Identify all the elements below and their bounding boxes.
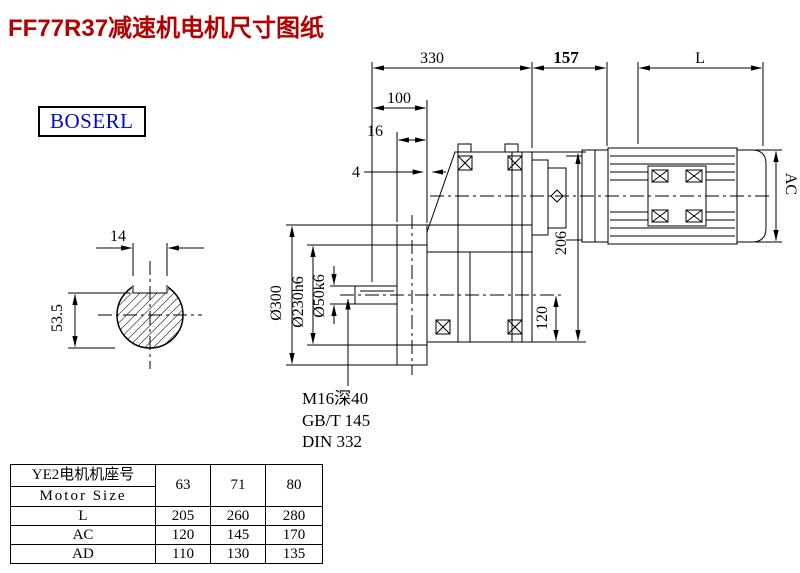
- table-header-row: YE2电机机座号 Motor Size 63 71 80: [10, 464, 323, 507]
- ac-extension-lines: [755, 149, 782, 243]
- winding-section-4: [685, 209, 703, 223]
- winding-section-3: [651, 209, 669, 223]
- cell-L-71: 260: [210, 506, 266, 526]
- standard-gbt-label: GB/T 145: [302, 411, 370, 430]
- axis-center-lines: [340, 195, 772, 375]
- housing-vertical-ribs: [457, 152, 523, 342]
- dim-100-label: 100: [387, 90, 411, 107]
- dia300-extension-lines: [286, 224, 397, 366]
- cell-AD-63: 110: [155, 544, 211, 564]
- flange-od-label: Ø300: [268, 285, 285, 321]
- winding-section-2: [685, 169, 703, 183]
- dimension-labels: 330 157 L 100 16 4 AC 206 120 Ø300 Ø230h…: [49, 48, 799, 451]
- top-bolt-right: [504, 143, 519, 153]
- cell-L-80: 280: [265, 506, 323, 526]
- brand-logo-text: BOSERL: [50, 109, 134, 133]
- cell-AD-71: 130: [210, 544, 266, 564]
- cell-AD-80: 135: [265, 544, 323, 564]
- dim14-extension-lines: [132, 243, 168, 276]
- motor-size-table: YE2电机机座号 Motor Size 63 71 80 L 205 260 2…: [10, 464, 323, 564]
- screw-bottom-right: [507, 319, 523, 335]
- dim53-extension-lines: [68, 292, 130, 349]
- cell-L-63: 205: [155, 506, 211, 526]
- motor-adapter: [532, 155, 583, 241]
- frame-size-71: 71: [210, 464, 266, 507]
- page-title: FF77R37减速机电机尺寸图纸: [8, 15, 325, 42]
- header-en-label: Motor Size: [39, 488, 127, 504]
- screw-top-left: [457, 155, 473, 171]
- row-label-AD: AD: [10, 544, 156, 564]
- dia50-extension-lines: [330, 285, 355, 305]
- dim-4-label: 4: [352, 164, 360, 181]
- dim-16-label: 16: [367, 123, 383, 140]
- section-center-lines: [98, 261, 202, 369]
- table-row-AD: AD 110 130 135: [10, 544, 323, 564]
- dia230-extension-lines: [307, 244, 397, 346]
- dim-L-label: L: [695, 50, 705, 67]
- dim-157-label: 157: [553, 48, 579, 67]
- header-cn-label: YE2电机机座号: [11, 465, 155, 487]
- row-label-L: L: [10, 506, 156, 526]
- dim-120-label: 120: [534, 306, 551, 330]
- dimension-lines: [286, 62, 782, 386]
- screw-top-right: [507, 155, 523, 171]
- output-shaft: [354, 285, 397, 305]
- front-extension-lines: [396, 100, 428, 223]
- brand-logo-box: BOSERL: [38, 106, 146, 137]
- shaft-section-view: [68, 243, 204, 369]
- top-bolt-left: [457, 143, 472, 153]
- dim-AC-label: AC: [782, 173, 799, 195]
- cell-AC-71: 145: [210, 525, 266, 545]
- frame-size-63: 63: [155, 464, 211, 507]
- gearbox-side-view: [340, 143, 772, 375]
- shaft-dia-label: Ø50k6: [311, 274, 328, 318]
- cell-AC-80: 170: [265, 525, 323, 545]
- winding-section-1: [651, 169, 669, 183]
- table-row-L: L 205 260 280: [10, 506, 323, 526]
- cell-AC-63: 120: [155, 525, 211, 545]
- spigot-dia-label: Ø230h6: [290, 276, 307, 328]
- dim-206-label: 206: [553, 231, 570, 255]
- key-width-label: 14: [110, 228, 126, 245]
- gear-housing: [426, 151, 533, 343]
- height-extension-lines: [532, 151, 586, 343]
- row-label-AC: AC: [10, 525, 156, 545]
- housing-horizontal-ribs: [427, 224, 532, 253]
- header-motor-size-cell: YE2电机机座号 Motor Size: [10, 464, 156, 507]
- standard-din-label: DIN 332: [302, 432, 362, 451]
- dim-330-label: 330: [420, 50, 444, 67]
- screw-bottom-left: [435, 319, 451, 335]
- table-row-AC: AC 120 145 170: [10, 525, 323, 545]
- tapped-hole-label: M16深40: [302, 389, 368, 408]
- frame-size-80: 80: [265, 464, 323, 507]
- key-height-label: 53.5: [49, 304, 66, 332]
